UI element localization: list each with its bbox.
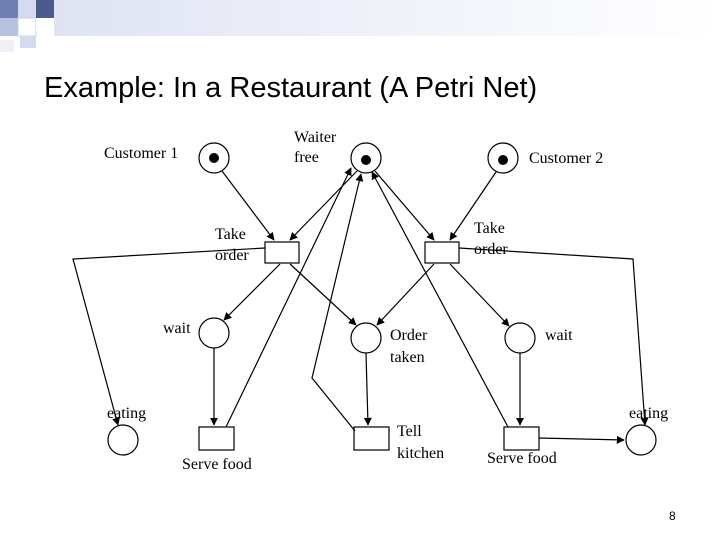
transition-serve-food-left [198, 426, 235, 451]
label-take-order-right-line1: Take [474, 220, 505, 237]
page-number: 8 [669, 509, 676, 523]
label-wait-left: wait [163, 320, 191, 337]
label-order-taken-line1: Order [390, 327, 428, 344]
transition-take-order-right [424, 241, 460, 264]
deco-square [36, 0, 54, 18]
arc [363, 352, 372, 426]
arc [225, 167, 352, 428]
deco-square [0, 40, 14, 52]
label-waiter-free-line2: free [294, 149, 319, 166]
header-gradient-bar [54, 0, 720, 36]
arc [458, 247, 649, 426]
place-eating-left [107, 424, 139, 456]
transition-take-order-left [264, 241, 300, 264]
transition-tell-kitchen [353, 426, 390, 451]
deco-square [20, 36, 36, 48]
deco-square [0, 18, 18, 36]
deco-square [36, 18, 54, 32]
arc [221, 170, 275, 241]
label-serve-food-right: Serve food [487, 450, 557, 467]
label-customer2: Customer 2 [529, 150, 604, 167]
arc [538, 435, 625, 444]
arc [311, 173, 364, 432]
place-wait-left [198, 317, 230, 349]
label-take-order-left-line1: Take [215, 226, 246, 243]
arc [449, 171, 497, 241]
token [361, 155, 371, 165]
label-take-order-left-line2: order [215, 247, 249, 264]
arc [72, 247, 266, 426]
slide-title: Example: In a Restaurant (A Petri Net) [44, 72, 538, 104]
label-order-taken-line2: taken [390, 349, 425, 366]
deco-square [0, 0, 18, 18]
token [209, 153, 219, 163]
header-decoration [0, 0, 720, 52]
label-tell-kitchen-line1: Tell [397, 423, 422, 440]
label-waiter-free-line1: Waiter [294, 129, 337, 146]
arc [374, 170, 435, 241]
arc [376, 263, 435, 326]
arc [289, 170, 358, 241]
label-eating-left: eating [107, 405, 147, 422]
label-serve-food-left: Serve food [182, 456, 252, 473]
label-take-order-right-line2: order [474, 241, 508, 258]
token [498, 155, 508, 165]
label-tell-kitchen-line2: kitchen [397, 445, 445, 462]
deco-square [18, 0, 36, 18]
arc [223, 263, 281, 321]
arc [289, 263, 357, 326]
label-wait-right: wait [545, 327, 573, 344]
arc [371, 171, 509, 428]
transition-serve-food-right [503, 426, 540, 451]
label-eating-right: eating [629, 405, 669, 422]
place-order-taken [350, 322, 382, 354]
place-eating-right [625, 424, 657, 456]
arc [449, 263, 510, 327]
place-wait-right [504, 322, 536, 354]
label-customer1: Customer 1 [104, 145, 179, 162]
